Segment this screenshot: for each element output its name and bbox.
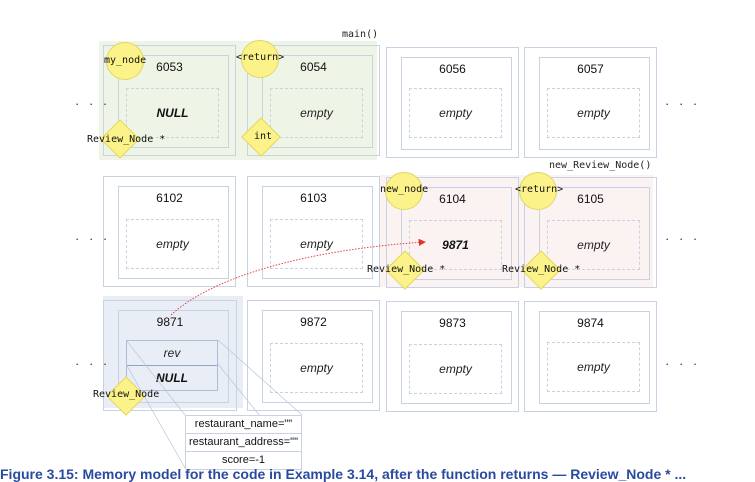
memory-cell: 6105 empty [524, 177, 657, 288]
cell-address: 6057 [577, 62, 604, 76]
ellipsis-left-row1: · · · [75, 96, 111, 111]
cell-address: 6102 [156, 191, 183, 205]
cell-address: 6103 [300, 191, 327, 205]
main-frame-label: main() [342, 29, 379, 40]
cell-value: empty [270, 88, 363, 138]
memory-cell: 6054 empty [247, 45, 380, 156]
memory-cell: 6104 9871 [386, 177, 519, 288]
cell-value: empty [270, 219, 363, 269]
cell-address: 6054 [300, 60, 327, 74]
variable-circle [241, 40, 279, 78]
variable-type-return-main: int [254, 131, 273, 142]
heap-node-fields: rev NULL [126, 340, 218, 391]
memory-cell: 6057 empty [524, 47, 657, 158]
struct-field-restaurant-address: restaurant_address="" [186, 434, 301, 452]
variable-circle [106, 42, 144, 80]
figure-caption: Figure 3.15: Memory model for the code i… [0, 466, 687, 482]
heap-node-type: Review_Node [93, 389, 160, 400]
variable-name-my-node: my_node [104, 55, 147, 66]
field-rev: rev [163, 346, 181, 360]
ellipsis-right-row2: · · · [665, 231, 701, 246]
ellipsis-right-row3: · · · [665, 356, 701, 371]
memory-cell: 6102 empty [103, 176, 236, 287]
struct-field-restaurant-name: restaurant_name="" [186, 416, 301, 434]
field-next: NULL [127, 365, 217, 390]
memory-cell: 9873 empty [386, 301, 519, 412]
variable-type-new-node: Review_Node * [367, 264, 446, 275]
cell-value: empty [547, 220, 640, 270]
memory-cell: 6053 NULL [103, 45, 236, 156]
cell-address: 9871 [156, 315, 184, 329]
struct-field-score: score=-1 [221, 454, 266, 466]
cell-value: 9871 [409, 220, 502, 270]
cell-value: empty [409, 344, 502, 394]
variable-type-my-node: Review_Node * [87, 134, 166, 145]
memory-cell: 6056 empty [386, 47, 519, 158]
rev-struct-box: restaurant_name="" restaurant_address=""… [185, 415, 302, 470]
memory-cell: 9874 empty [524, 301, 657, 412]
cell-address: 9873 [439, 316, 466, 330]
cell-address: 9872 [300, 315, 327, 329]
new-review-node-frame-label: new_Review_Node() [549, 160, 652, 171]
variable-type-return-new: Review_Node * [502, 264, 581, 275]
cell-address: 9874 [577, 316, 604, 330]
cell-value: empty [409, 88, 502, 138]
memory-cell: 6103 empty [247, 176, 380, 287]
memory-cell: 9872 empty [247, 300, 380, 411]
new-review-node-stack-frame [380, 175, 653, 287]
variable-name-return-new: <return> [515, 184, 564, 195]
cell-value: empty [547, 342, 640, 392]
ellipsis-right-row1: · · · [665, 96, 701, 111]
cell-address: 6056 [439, 62, 466, 76]
cell-value: NULL [126, 88, 219, 138]
cell-address: 6104 [439, 192, 466, 206]
ellipsis-left-row2: · · · [75, 231, 111, 246]
variable-circle [385, 172, 423, 210]
cell-value: empty [547, 88, 640, 138]
cell-value: empty [270, 343, 363, 393]
variable-name-return-main: <return> [236, 52, 285, 63]
cell-address: 6053 [156, 60, 183, 74]
cell-value: empty [126, 219, 219, 269]
variable-circle [519, 172, 557, 210]
main-stack-frame [99, 41, 377, 160]
cell-address: 6105 [577, 192, 604, 206]
variable-name-new-node: new_node [380, 184, 429, 195]
ellipsis-left-row3: · · · [75, 356, 111, 371]
